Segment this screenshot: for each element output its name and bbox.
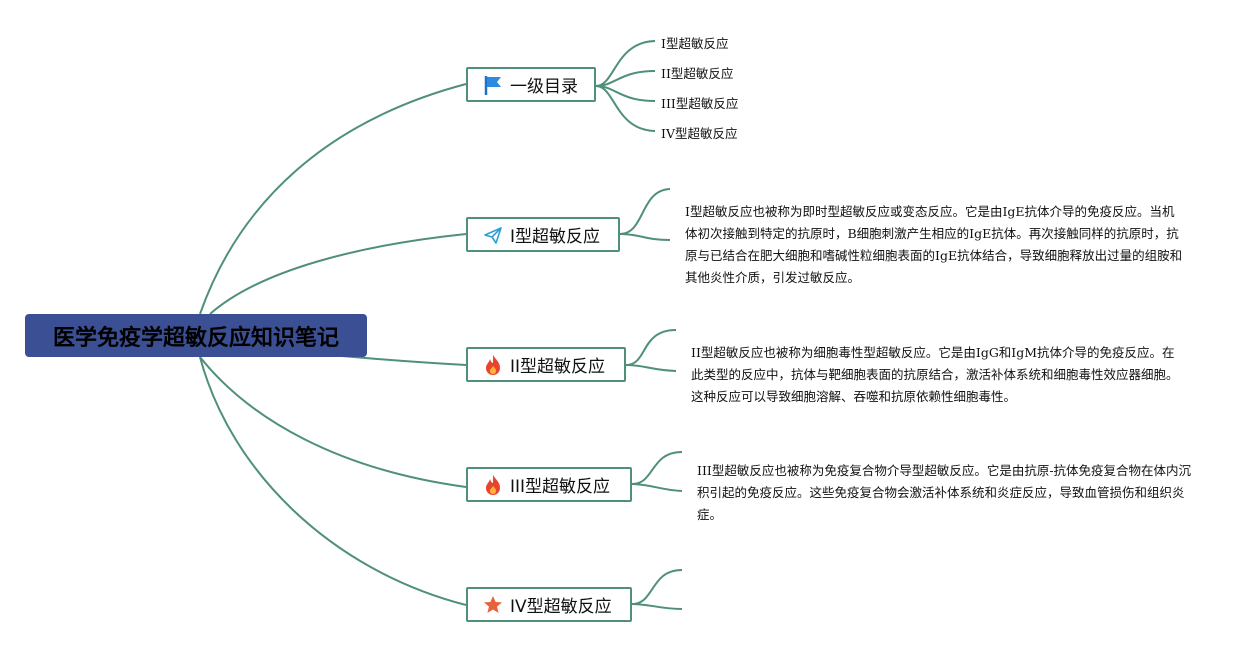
paper-plane-icon [482, 224, 504, 246]
toc-item[interactable]: II型超敏反应 [661, 66, 734, 81]
topic-label: I型超敏反应 [510, 227, 601, 247]
root-topic[interactable]: 医学免疫学超敏反应知识笔记 [25, 314, 367, 357]
star-icon [482, 594, 504, 616]
toc-item[interactable]: IV型超敏反应 [661, 126, 738, 141]
root-title: 医学免疫学超敏反应知识笔记 [52, 325, 339, 351]
topic-type4[interactable]: IV型超敏反应 [466, 587, 632, 622]
toc-item[interactable]: III型超敏反应 [661, 96, 739, 111]
note-type1[interactable]: I型超敏反应也被称为即时型超敏反应或变态反应。它是由IgE抗体介导的免疫反应。当… [685, 204, 1183, 285]
topic-label: 一级目录 [510, 77, 578, 97]
topic-label: III型超敏反应 [510, 477, 611, 497]
topic-toc[interactable]: 一级目录 [466, 67, 596, 102]
note-type2[interactable]: II型超敏反应也被称为细胞毒性型超敏反应。它是由IgG和IgM抗体介导的免疫反应… [691, 345, 1179, 404]
topic-label: II型超敏反应 [510, 357, 606, 377]
topic-label: IV型超敏反应 [510, 597, 612, 617]
flag-icon [482, 74, 504, 96]
topic-type1[interactable]: I型超敏反应 [466, 217, 620, 252]
note-type3[interactable]: III型超敏反应也被称为免疫复合物介导型超敏反应。它是由抗原-抗体免疫复合物在体… [697, 463, 1192, 522]
topic-type2[interactable]: II型超敏反应 [466, 347, 626, 382]
fire-icon [482, 354, 504, 376]
toc-item[interactable]: I型超敏反应 [661, 36, 729, 51]
fire-icon [482, 474, 504, 496]
topic-type3[interactable]: III型超敏反应 [466, 467, 632, 502]
